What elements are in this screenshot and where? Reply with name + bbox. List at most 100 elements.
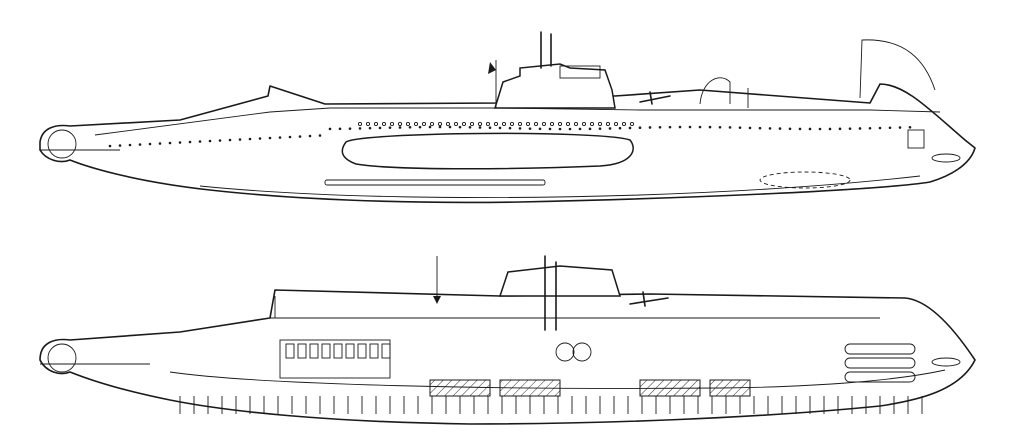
limber-hole: [158, 142, 162, 145]
limber-hole: [218, 139, 222, 142]
bridge-fairing: [559, 65, 601, 79]
limber-holes-row: [108, 125, 912, 148]
engine-cylinder: [333, 343, 343, 359]
limber-hole: [538, 127, 542, 131]
inboard-profile: [39, 255, 976, 425]
limber-hole: [498, 126, 502, 130]
limber-hole: [148, 142, 152, 146]
battery-compartment: [639, 379, 701, 397]
ventral-bulge: [341, 132, 634, 170]
engine-cylinder: [297, 343, 307, 359]
limber-hole: [618, 126, 622, 130]
limber-hole: [458, 125, 462, 129]
limber-hole: [748, 126, 752, 130]
limber-hole: [288, 135, 292, 139]
flood-hole: [557, 121, 563, 127]
deck-gun: [639, 91, 671, 105]
limber-hole: [348, 127, 352, 130]
limber-hole: [338, 127, 342, 131]
limber-hole: [378, 126, 382, 130]
inboard-conning-tower: [498, 265, 622, 297]
limber-hole: [488, 126, 492, 129]
casing-deck: [270, 296, 880, 319]
bow-torpedoes: [844, 343, 961, 383]
flood-hole: [525, 121, 531, 127]
flood-hole: [381, 121, 387, 127]
limber-hole: [788, 127, 792, 131]
inboard-deck-gun: [629, 291, 669, 307]
flood-hole: [581, 121, 587, 127]
flood-hole: [565, 121, 571, 127]
flood-hole: [509, 121, 515, 127]
hull-frames: [179, 396, 923, 414]
battery-compartments: [429, 379, 751, 397]
flood-hole: [365, 121, 371, 127]
limber-hole: [718, 125, 722, 129]
engine-cylinder: [381, 343, 391, 359]
engine-cylinder: [309, 343, 319, 359]
flood-hole: [493, 121, 499, 127]
control-wheel: [555, 342, 575, 362]
limber-hole: [508, 126, 512, 130]
limber-hole: [758, 126, 762, 130]
limber-hole: [468, 125, 472, 129]
engine-cylinder: [357, 343, 367, 359]
flood-hole: [613, 121, 619, 127]
limber-hole: [448, 125, 452, 129]
limber-hole: [848, 127, 852, 130]
battery-compartment: [429, 379, 491, 397]
limber-hole: [668, 125, 672, 129]
limber-hole: [808, 127, 812, 131]
engine-cylinders: [285, 343, 391, 359]
limber-hole: [168, 141, 172, 145]
flood-hole: [549, 121, 555, 127]
flood-hole: [357, 121, 363, 127]
limber-hole: [628, 126, 632, 130]
flood-hole: [389, 121, 395, 127]
limber-hole: [188, 140, 192, 144]
limber-hole: [868, 126, 872, 130]
flood-hole: [445, 121, 451, 127]
flood-hole: [621, 121, 627, 127]
limber-hole: [648, 126, 652, 129]
flood-hole: [573, 121, 579, 127]
flood-hole: [597, 121, 603, 127]
inboard-hull: [39, 289, 976, 425]
limber-hole: [768, 127, 772, 130]
flood-hole: [429, 121, 435, 127]
limber-hole: [738, 126, 742, 129]
bilge-keel: [324, 179, 546, 186]
flood-hole: [373, 121, 379, 127]
limber-hole: [308, 134, 312, 138]
battery-compartment: [709, 379, 751, 397]
limber-hole: [118, 144, 122, 147]
diesel-engines: [279, 339, 391, 379]
limber-hole: [888, 126, 892, 130]
flood-hole: [501, 121, 507, 127]
limber-hole: [328, 127, 332, 131]
inboard-stern-propeller: [47, 343, 77, 373]
limber-hole: [438, 125, 442, 129]
limber-hole: [858, 127, 862, 130]
limber-hole: [388, 126, 392, 129]
flood-hole: [461, 121, 467, 127]
limber-hole: [698, 125, 702, 129]
outboard-keel-line: [199, 175, 921, 199]
limber-hole: [568, 127, 572, 131]
limber-hole: [258, 137, 262, 140]
bow-torpedo-tube: [931, 153, 961, 163]
flood-hole: [437, 121, 443, 127]
limber-hole: [298, 135, 302, 138]
flood-hole: [589, 121, 595, 127]
outboard-profile: [39, 31, 976, 204]
stern-propeller: [47, 129, 77, 159]
flood-hole: [421, 121, 427, 127]
limber-hole: [138, 143, 142, 146]
limber-hole: [248, 137, 252, 141]
outboard-hull: [39, 83, 976, 204]
limber-hole: [208, 139, 212, 143]
outboard-deck-line: [94, 107, 941, 136]
flood-hole: [485, 121, 491, 127]
flood-hole: [477, 121, 483, 127]
limber-hole: [608, 127, 612, 130]
